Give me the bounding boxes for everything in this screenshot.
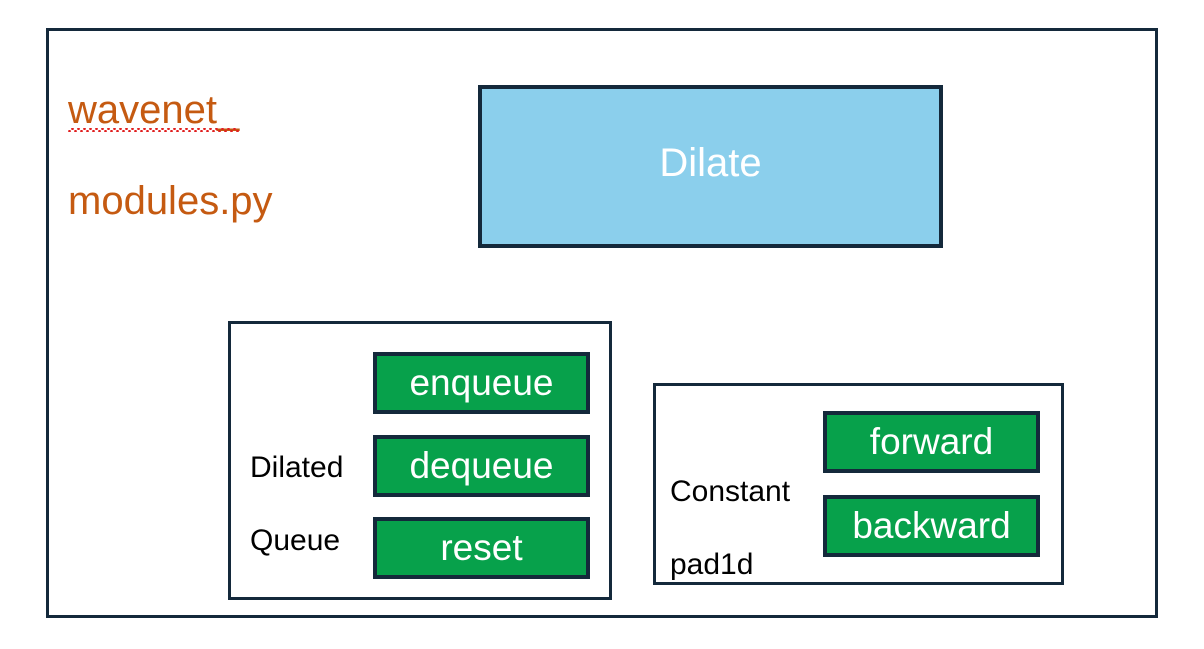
method-box-forward-label: forward (869, 420, 994, 462)
module-file-title-line2: modules.py (68, 178, 273, 223)
method-box-reset[interactable]: reset (373, 517, 590, 579)
class-group-constant-pad1d-label-line2: pad1d (670, 547, 754, 581)
method-box-forward[interactable]: forward (823, 411, 1040, 473)
class-group-constant-pad1d-label: Constant pad1d (670, 437, 830, 583)
module-file-title: wavenet_ modules.py (68, 42, 448, 270)
method-box-dequeue[interactable]: dequeue (373, 435, 590, 497)
module-file-title-line1: wavenet_ (68, 87, 240, 132)
class-group-dilated-queue-label: Dilated Queue (250, 413, 370, 559)
method-box-dequeue-label: dequeue (409, 444, 554, 486)
method-box-backward[interactable]: backward (823, 495, 1040, 557)
method-box-backward-label: backward (852, 504, 1011, 546)
method-box-enqueue-label: enqueue (409, 361, 554, 403)
method-box-reset-label: reset (440, 526, 523, 568)
method-box-enqueue[interactable]: enqueue (373, 352, 590, 414)
class-group-dilated-queue-label-line1: Dilated (250, 450, 344, 484)
class-group-constant-pad1d-label-line1: Constant (670, 474, 791, 508)
class-box-dilate-label: Dilate (659, 141, 762, 185)
class-group-dilated-queue-label-line2: Queue (250, 523, 341, 557)
class-box-dilate[interactable]: Dilate (478, 85, 943, 248)
